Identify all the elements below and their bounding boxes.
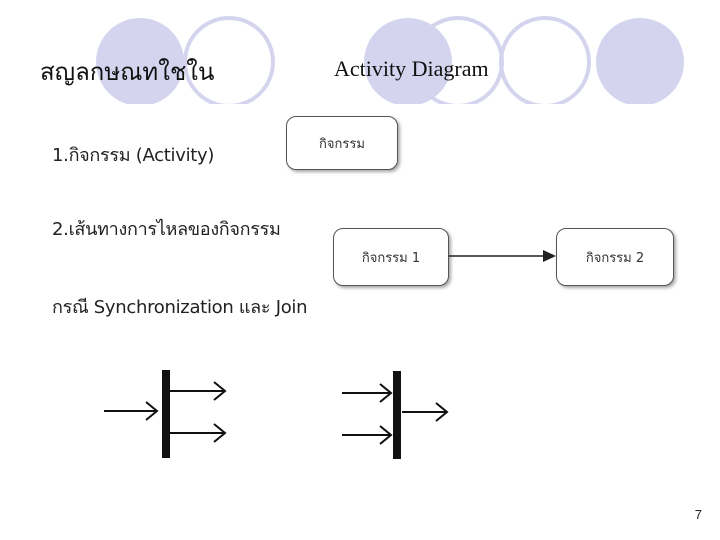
item-label-activity: 1.กิจกรรม (Activity): [52, 145, 215, 166]
page-number: 7: [694, 507, 702, 522]
activity-node-2: กิจกรรม 2: [556, 228, 674, 286]
header-decoration: [96, 16, 684, 104]
activity-node-label: กิจกรรม: [319, 136, 365, 152]
activity-node-2-label: กิจกรรม 2: [585, 250, 645, 266]
header-circle: [596, 18, 684, 104]
header-circle: [183, 16, 275, 104]
slide-title-english: Activity Diagram: [334, 56, 489, 81]
item-label-sync-join: กรณี Synchronization และ Join: [52, 297, 308, 318]
activity-node-1-label: กิจกรรม 1: [361, 250, 421, 266]
slide-title-thai: สญลกษณทใชใน: [40, 58, 215, 86]
item-label-flow: 2.เส้นทางการไหลของกิจกรรม: [52, 219, 281, 240]
header-circle: [96, 18, 184, 104]
join-bar: [393, 371, 401, 459]
header-circle: [364, 18, 452, 104]
header-circle: [412, 16, 504, 104]
activity-node-1: กิจกรรม 1: [333, 228, 449, 286]
activity-node: กิจกรรม: [286, 116, 398, 170]
synchronization-bar: [162, 370, 170, 458]
